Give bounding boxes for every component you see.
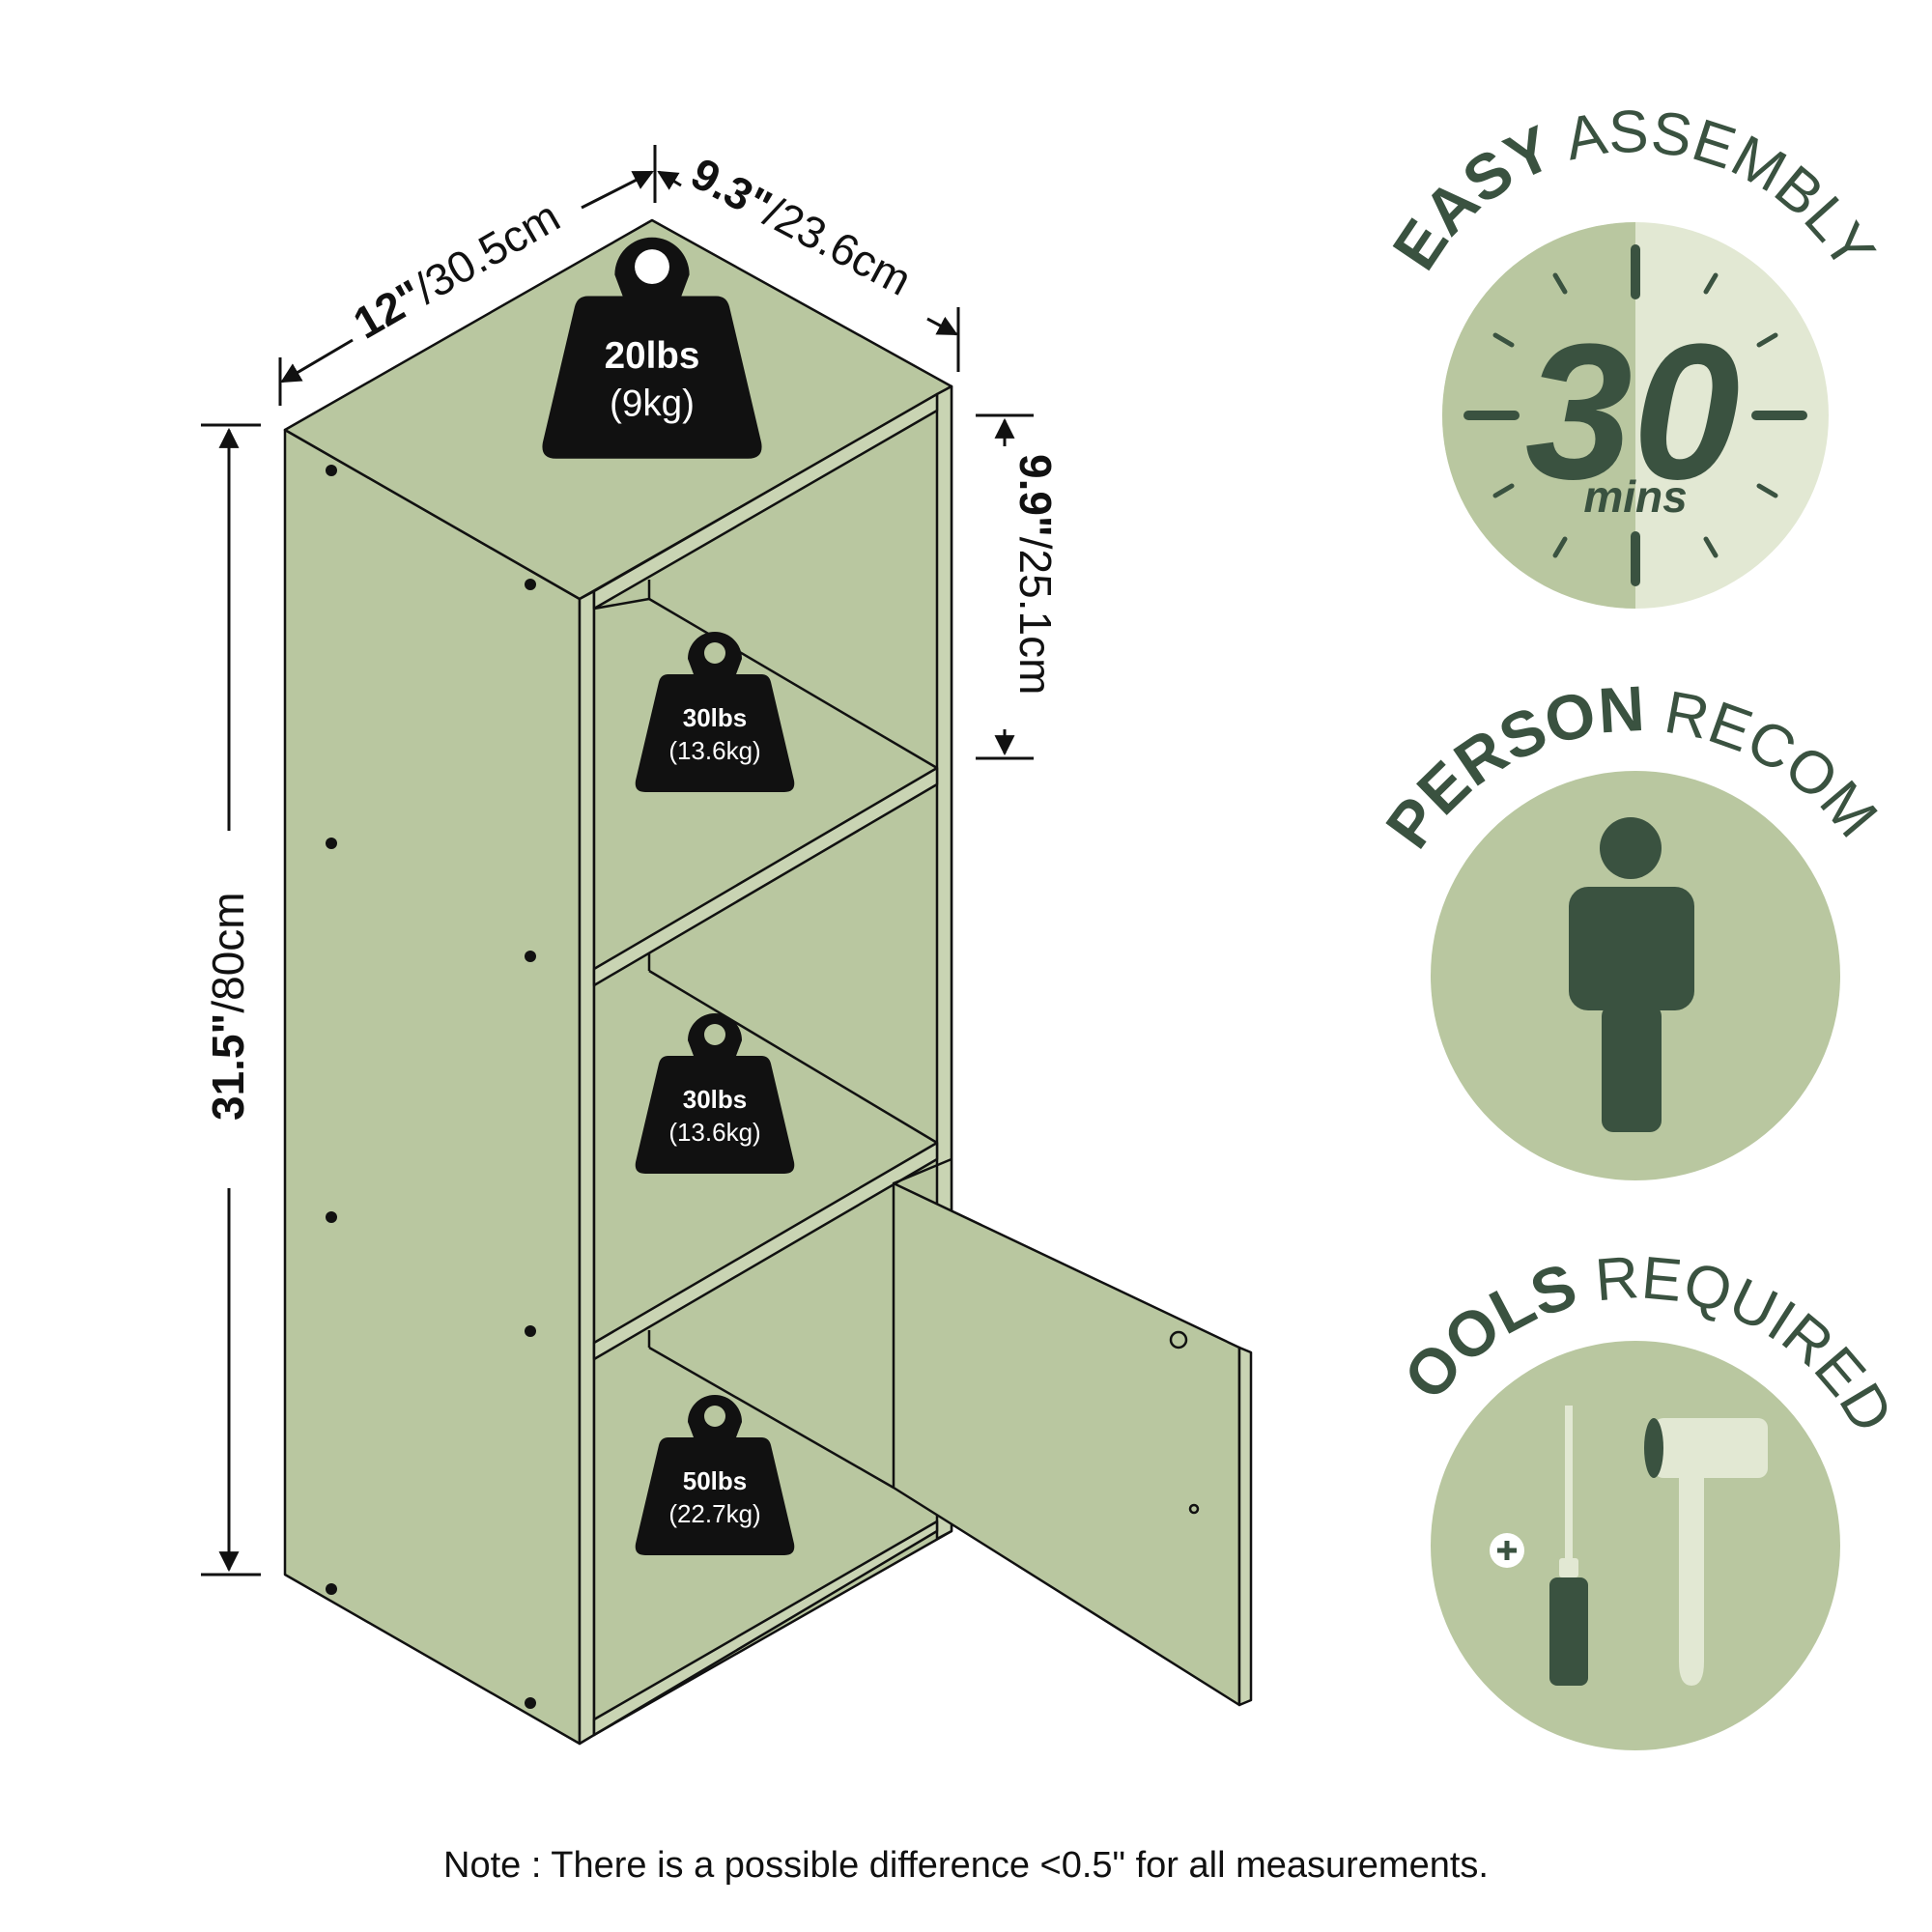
height-inches: 31.5": [203, 1013, 253, 1121]
door-edge: [1237, 1346, 1253, 1707]
weight-lbs: 30lbs: [683, 1085, 748, 1114]
door-knob-hole: [1188, 1503, 1200, 1515]
weight-lbs: 30lbs: [683, 703, 748, 732]
dimension-lines: [201, 145, 1034, 1577]
height-cm: /80cm: [203, 892, 253, 1012]
easy-assembly-badge: EASY ASSEMBLY 30 mins: [1378, 99, 1888, 609]
clock-icon: 30 mins: [1442, 222, 1829, 609]
weight-kg: (13.6kg): [668, 736, 760, 765]
shelf-inches: 9.9": [1010, 454, 1061, 537]
shelves: [592, 766, 939, 1737]
weight-kg: (13.6kg): [668, 1118, 760, 1147]
person-icon: [1569, 817, 1694, 1132]
front-edge: [578, 589, 596, 1746]
weight-tag-top: 20lbs (9kg): [542, 237, 762, 459]
measurement-note: Note : There is a possible difference <0…: [443, 1845, 1489, 1886]
assembly-unit: mins: [1583, 471, 1687, 522]
svg-text:31.5"/80cm: 31.5"/80cm: [203, 892, 253, 1121]
screwdriver-hammer-icon: [1490, 1406, 1768, 1686]
weight-tag-shelf-2: 30lbs (13.6kg): [635, 1013, 795, 1174]
weight-lbs: 20lbs: [605, 335, 700, 377]
weight-tag-shelf-1: 30lbs (13.6kg): [635, 632, 795, 792]
height-dimension: 31.5"/80cm: [203, 892, 253, 1121]
shelf-dimension: 9.9"/25.1cm: [1010, 454, 1061, 695]
door-hinge: [1169, 1330, 1188, 1350]
bookcase-drawing: [283, 218, 1253, 1746]
weight-lbs: 50lbs: [683, 1466, 748, 1495]
assembly-minutes: 30: [1525, 304, 1740, 520]
shelf-cm: /25.1cm: [1010, 537, 1061, 696]
shelf-side-lines: [593, 580, 938, 1490]
side-panel: [283, 428, 582, 1746]
weight-kg: (9kg): [610, 384, 695, 425]
dowel-holes: [326, 465, 536, 1709]
depth-cm: /23.6cm: [756, 186, 920, 305]
top-underside: [592, 392, 939, 611]
svg-text:9.9"/25.1cm: 9.9"/25.1cm: [1010, 454, 1061, 695]
door-panel: [892, 1181, 1241, 1707]
weight-tag-shelf-3: 50lbs (22.7kg): [635, 1395, 795, 1555]
weight-kg: (22.7kg): [668, 1499, 760, 1528]
